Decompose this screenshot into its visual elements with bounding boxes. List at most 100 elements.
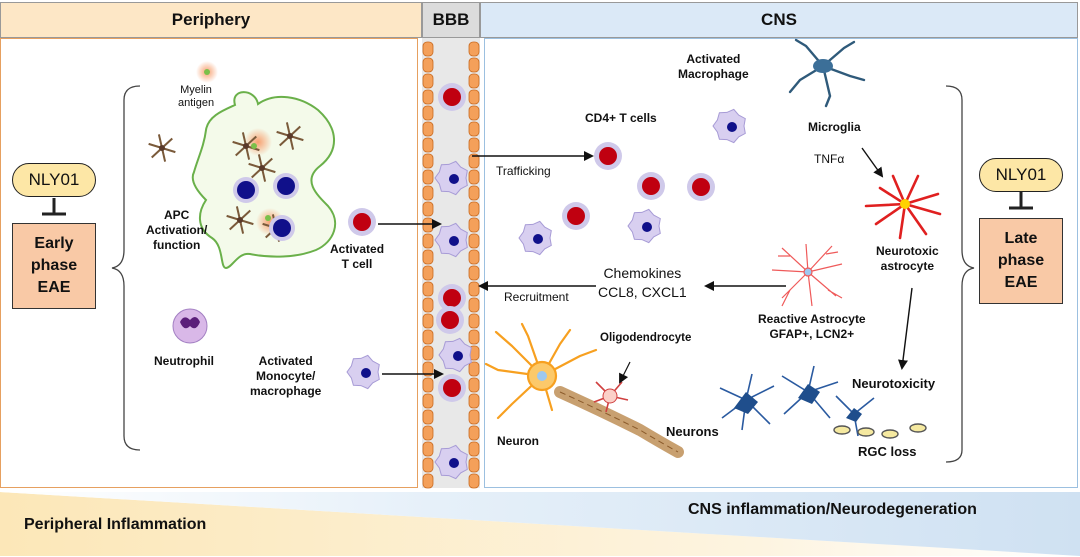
microglia-label: Microglia [808,120,861,134]
endothelial-cell-icon [468,425,480,441]
nly01-late-badge: NLY01 [979,158,1063,192]
recruitment-label: Recruitment [504,290,569,304]
bbb-cells [434,83,472,480]
endothelial-cell-icon [422,41,434,57]
oligodendrocyte-icon [554,381,684,458]
rgc-loss-label: RGC loss [858,444,917,459]
endothelial-cell-icon [468,41,480,57]
neuron-label: Neuron [497,434,539,448]
cns-panel [484,38,1078,488]
endothelial-cell-icon [468,329,480,345]
neuron-orange-icon [484,322,598,420]
periphery-panel [0,38,418,488]
t-cell-icon [687,173,715,201]
neurotoxicity-label: Neurotoxicity [852,376,936,391]
endothelial-cell-icon [468,57,480,73]
endothelial-cell-icon [422,217,434,233]
monocyte-label: Activated Monocyte/ macrophage [250,354,322,398]
b-cell-icon [233,177,259,203]
t-cell-icon [562,202,590,230]
chemokines-label: Chemokines CCL8, CXCL1 [598,265,687,300]
endothelial-cell-icon [468,281,480,297]
endothelial-cell-icon [468,249,480,265]
endothelial-cell-icon [422,473,434,489]
endothelial-cell-icon [422,313,434,329]
periphery-header: Periphery [0,2,422,38]
early-phase-eae-box: Early phase EAE [12,223,96,309]
macrophage-icon [712,108,746,144]
endothelial-cell-icon [468,377,480,393]
t-cell-icon [438,374,466,402]
endothelial-cell-icon [422,441,434,457]
t-cell-icon [637,172,665,200]
neutrophil-icon [172,308,208,344]
astrocyte-icon [864,174,942,240]
reactive-astrocyte-label: Reactive Astrocyte GFAP+, LCN2+ [758,312,866,341]
endothelial-cell-icon [422,457,434,473]
endothelial-cell-icon [422,281,434,297]
t-cell-icon [436,306,464,334]
apc-cells [148,122,304,242]
endothelial-cell-icon [468,153,480,169]
endothelial-cell-icon [422,185,434,201]
tnf-label: TNFα [814,152,845,166]
endothelial-cell-icon [468,137,480,153]
endothelial-cell-icon [468,105,480,121]
endothelial-cell-icon [468,473,480,489]
endothelial-cell-icon [468,201,480,217]
endothelial-cell-icon [468,393,480,409]
endothelial-cell-icon [468,361,480,377]
endothelial-cell-icon [422,233,434,249]
myelin-antigen-label: Myelin antigen [178,84,215,109]
endothelial-cell-icon [422,201,434,217]
endothelial-cell-icon [468,457,480,473]
oligodendrocyte-label: Oligodendrocyte [600,332,692,344]
loose-cells [346,108,746,390]
endothelial-cell-icon [422,121,434,137]
endothelial-cell-icon [422,297,434,313]
endothelial-cell-icon [422,265,434,281]
endothelial-wall-right [468,41,480,489]
t-cell-icon [348,208,376,236]
left-brace [111,85,141,451]
endothelial-cell-icon [422,409,434,425]
macrophage-icon [518,220,552,256]
endothelial-cell-icon [468,169,480,185]
trafficking-label: Trafficking [496,164,551,178]
endothelial-cell-icon [468,217,480,233]
arrows [378,147,913,379]
activated-macrophage-label: Activated Macrophage [678,52,749,81]
endothelial-cell-icon [468,233,480,249]
macrophage-icon [627,208,661,244]
bbb-vessel [422,38,480,489]
endothelial-cell-icon [422,249,434,265]
apc-label: APC Activation/ function [146,208,208,252]
endothelial-cell-icon [422,73,434,89]
macrophage-icon [434,222,468,258]
endothelial-cell-icon [422,329,434,345]
b-cell-icon [269,215,295,241]
bbb-header: BBB [422,2,480,38]
endothelial-cell-icon [422,57,434,73]
endothelial-cell-icon [422,153,434,169]
microglia-icon [788,38,866,108]
neutrophil-label: Neutrophil [154,354,214,368]
endothelial-cell-icon [422,377,434,393]
endothelial-cell-icon [422,345,434,361]
endothelial-cell-icon [422,137,434,153]
lymph-node-icon [191,61,337,270]
endothelial-cell-icon [468,409,480,425]
endothelial-cell-icon [468,73,480,89]
endothelial-cell-icon [468,185,480,201]
nly01-early-badge: NLY01 [12,163,96,197]
macrophage-icon [434,160,468,196]
late-phase-eae-box: Late phase EAE [979,218,1063,304]
neurotoxic-astrocyte-label: Neurotoxic astrocyte [876,244,939,273]
endothelial-cell-icon [468,313,480,329]
endothelial-cell-icon [468,121,480,137]
apc-icon [248,154,276,182]
endothelial-cell-icon [422,393,434,409]
inhibit-icon [42,192,1033,216]
peripheral-inflammation-label: Peripheral Inflammation [24,516,207,533]
reactive-astrocyte-icon [771,243,843,307]
